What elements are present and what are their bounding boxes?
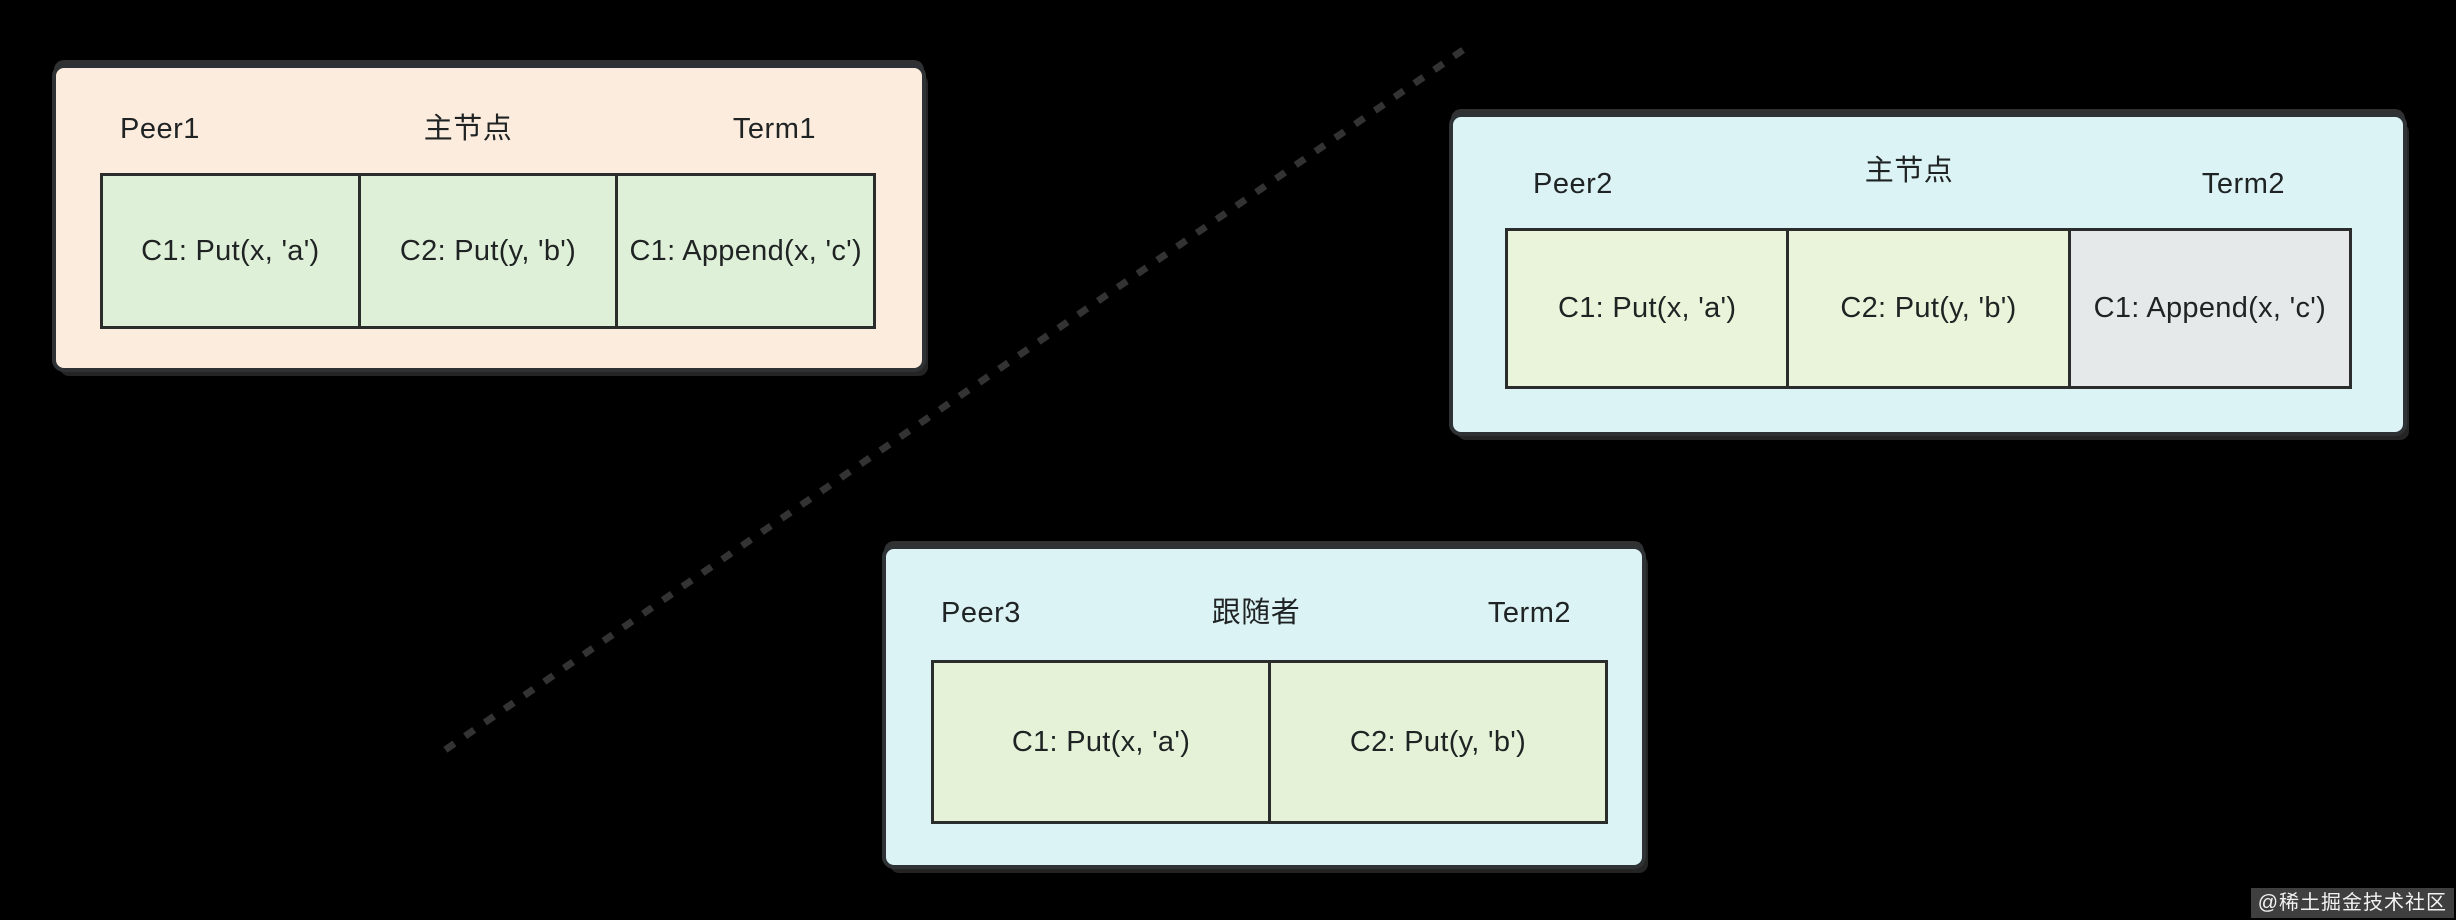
panel-peer1-header: Peer1 主节点 Term1 (56, 68, 922, 147)
peer1-log-entry-3: C1: Append(x, 'c') (615, 176, 874, 326)
peer2-role-label: 主节点 (1864, 155, 1954, 187)
peer3-log-entry-2: C2: Put(y, 'b') (1268, 663, 1605, 821)
peer3-log-entry-1: C1: Put(x, 'a') (934, 663, 1268, 821)
watermark: @稀土掘金技术社区 (2250, 888, 2454, 918)
panel-peer2-header: Peer2 主节点 Term2 (1453, 117, 2403, 202)
peer2-name-label: Peer2 (1533, 168, 1613, 200)
peer2-log-row: C1: Put(x, 'a') C2: Put(y, 'b') C1: Appe… (1505, 228, 2352, 389)
peer1-role-label: 主节点 (423, 113, 513, 145)
peer1-log-entry-1: C1: Put(x, 'a') (103, 176, 358, 326)
peer1-term-label: Term1 (732, 113, 816, 145)
panel-peer3: Peer3 跟随者 Term2 C1: Put(x, 'a') C2: Put(… (882, 545, 1646, 869)
peer2-log-entry-3: C1: Append(x, 'c') (2067, 231, 2349, 386)
peer1-log-entry-2: C2: Put(y, 'b') (357, 176, 616, 326)
peer2-term-label: Term2 (2201, 168, 2285, 200)
peer2-log-entry-2: C2: Put(y, 'b') (1786, 231, 2068, 386)
peer3-role-label: 跟随者 (1211, 597, 1301, 629)
panel-peer3-header: Peer3 跟随者 Term2 (886, 549, 1642, 631)
peer1-name-label: Peer1 (120, 113, 200, 145)
panel-peer2: Peer2 主节点 Term2 C1: Put(x, 'a') C2: Put(… (1449, 113, 2407, 436)
peer3-term-label: Term2 (1487, 597, 1571, 629)
peer1-log-row: C1: Put(x, 'a') C2: Put(y, 'b') C1: Appe… (100, 173, 876, 329)
panel-peer1: Peer1 主节点 Term1 C1: Put(x, 'a') C2: Put(… (52, 64, 926, 372)
peer3-name-label: Peer3 (941, 597, 1021, 629)
peer3-log-row: C1: Put(x, 'a') C2: Put(y, 'b') (931, 660, 1608, 824)
peer2-log-entry-1: C1: Put(x, 'a') (1508, 231, 1787, 386)
